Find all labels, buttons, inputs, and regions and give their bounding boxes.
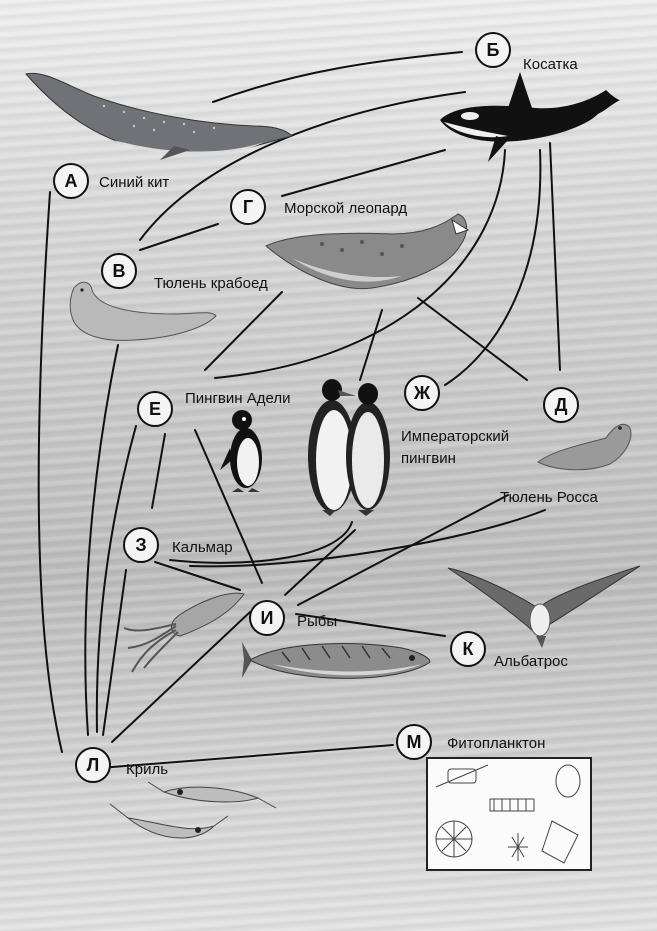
label-blue-whale: Синий кит (99, 173, 169, 192)
label-leopard-seal: Морской леопард (284, 199, 407, 218)
node-orca: Б (475, 32, 511, 68)
leopard-seal-image (262, 206, 472, 296)
krill-image (108, 778, 278, 850)
link-orca-ross (550, 143, 560, 370)
label-ross-seal: Тюлень Росса (500, 488, 598, 507)
node-ross-seal: Д (543, 387, 579, 423)
phytoplankton-image (426, 757, 592, 871)
label-krill: Криль (126, 760, 168, 779)
label-phytoplankton: Фитопланктон (447, 734, 545, 753)
squid-image (118, 588, 248, 674)
link-crabeater-krill (85, 345, 118, 735)
node-blue-whale: А (53, 163, 89, 199)
label-emperor-penguin: Императорский пингвин (401, 426, 531, 470)
node-adelie-penguin: Е (137, 391, 173, 427)
orca-image (436, 70, 622, 166)
phytoplankton-drawing (428, 759, 590, 869)
node-albatross: К (450, 631, 486, 667)
blue-whale-image (24, 66, 296, 162)
label-fish: Рыбы (297, 612, 337, 631)
node-fish: И (249, 600, 285, 636)
node-krill: Л (75, 747, 111, 783)
link-bluewhale-krill (39, 192, 62, 752)
ross-seal-image (534, 416, 634, 474)
label-crabeater-seal: Тюлень крабоед (154, 274, 268, 293)
label-albatross: Альбатрос (494, 652, 568, 671)
node-leopard-seal: Г (230, 189, 266, 225)
link-adelie-krill (97, 426, 136, 732)
label-squid: Кальмар (172, 538, 233, 557)
link-crabeater-leopard (140, 224, 218, 250)
label-adelie-penguin: Пингвин Адели (185, 389, 290, 408)
node-phytoplankton: М (396, 724, 432, 760)
link-leopard-emperor (360, 310, 382, 380)
label-orca: Косатка (523, 55, 578, 74)
link-adelie-squid (152, 434, 165, 508)
link-orca-leopard (282, 150, 445, 196)
node-emperor-penguin: Ж (404, 375, 440, 411)
fish-image (242, 634, 432, 686)
node-crabeater-seal: В (101, 253, 137, 289)
adelie-penguin-image (218, 408, 276, 492)
emperor-penguin-image (302, 376, 398, 518)
node-squid: З (123, 527, 159, 563)
